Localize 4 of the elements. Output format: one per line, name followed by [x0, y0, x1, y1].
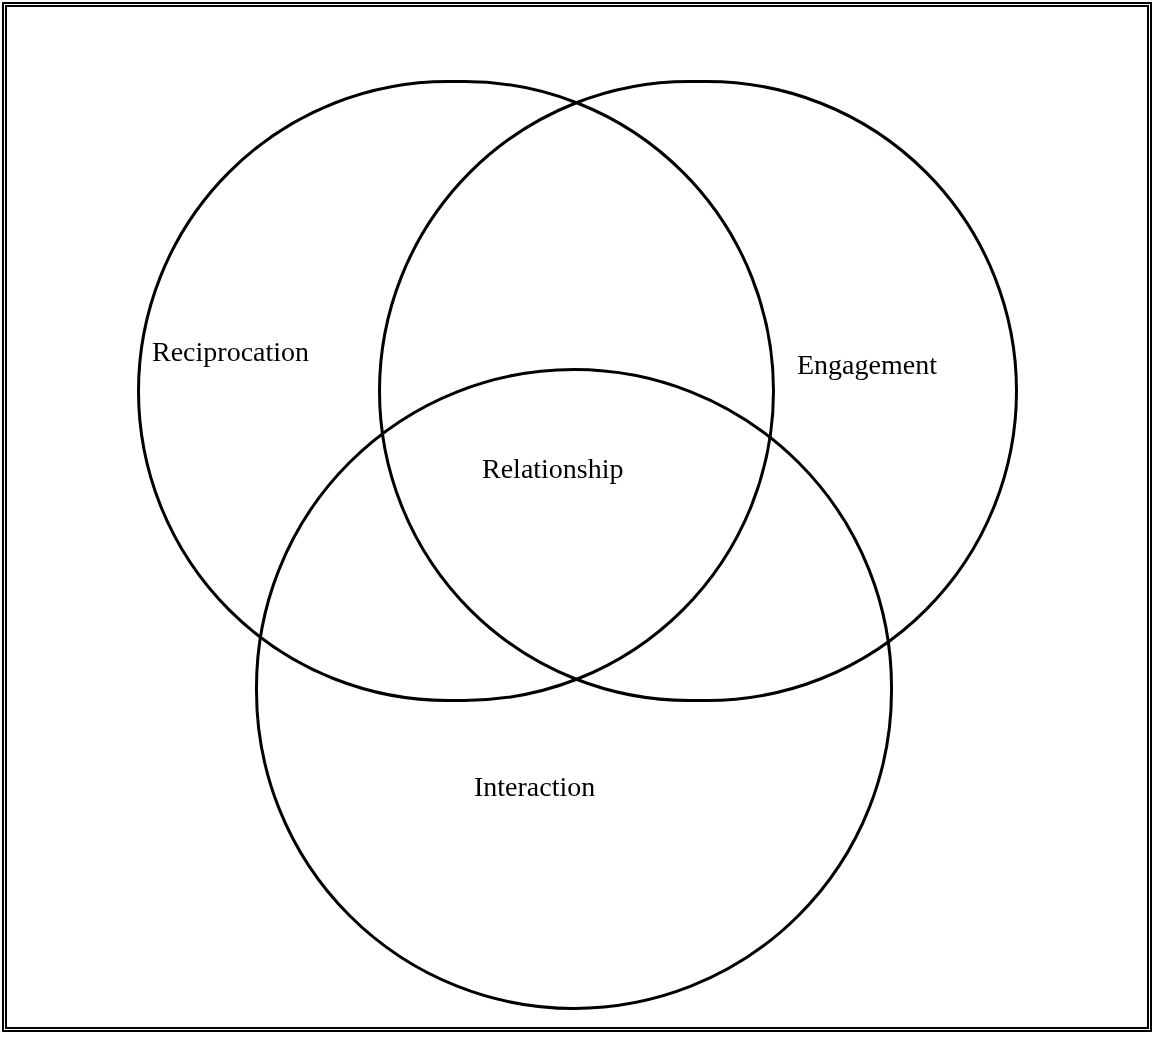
circle-label: Reciprocation [152, 338, 310, 366]
circle-label: Engagement [797, 351, 937, 379]
overlap-label: Relationship [482, 455, 624, 483]
circle-label: Interaction [474, 773, 596, 801]
